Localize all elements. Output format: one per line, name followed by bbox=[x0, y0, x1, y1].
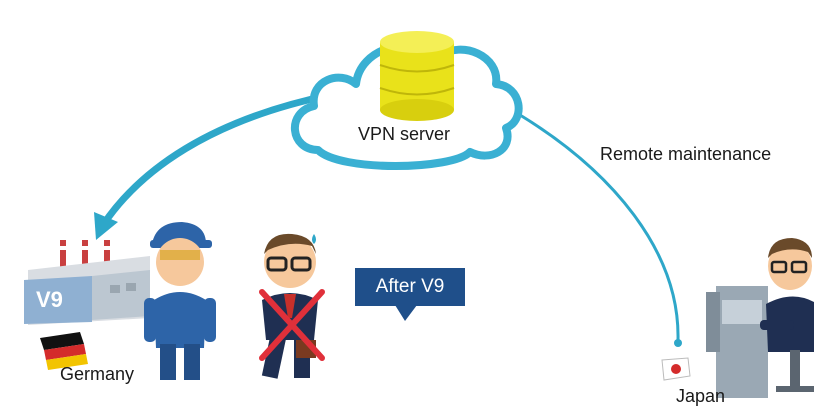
factory-icon bbox=[24, 240, 150, 325]
vpn-server-label: VPN server bbox=[358, 124, 451, 144]
arrow-to-germany bbox=[99, 91, 334, 229]
arrow-from-japan bbox=[519, 113, 680, 341]
factory-v9-badge: V9 bbox=[36, 287, 63, 312]
germany-label: Germany bbox=[60, 364, 135, 384]
arrow-head-germany bbox=[94, 212, 118, 240]
database-icon bbox=[379, 31, 455, 121]
japan-endpoint-dot bbox=[674, 339, 682, 347]
operator-icon bbox=[706, 238, 814, 398]
after-v9-callout: After V9 bbox=[355, 268, 465, 306]
japan-flag-icon bbox=[661, 357, 691, 381]
worker-icon bbox=[144, 222, 216, 380]
remote-maintenance-label: Remote maintenance bbox=[600, 144, 772, 164]
red-cross-icon bbox=[259, 289, 325, 361]
germany-flag-icon bbox=[40, 332, 88, 370]
connection-arrows bbox=[94, 91, 682, 347]
after-v9-callout-tail bbox=[395, 305, 417, 321]
japan-label: Japan bbox=[676, 386, 726, 406]
